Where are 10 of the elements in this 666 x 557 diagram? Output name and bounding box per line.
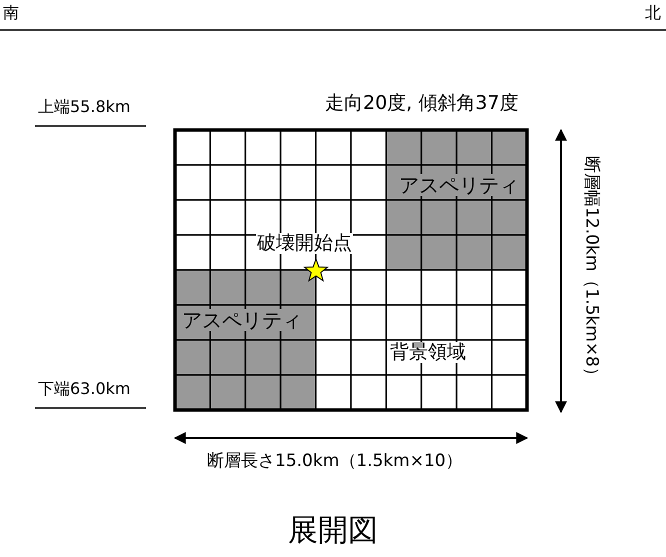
start-point-label: 破壊開始点 xyxy=(256,233,353,254)
direction-label: 南 xyxy=(3,4,19,22)
depth-label: 上端55.8km xyxy=(38,98,130,116)
depth-label: 下端63.0km xyxy=(38,380,130,398)
strike-dip-label: 走向20度, 傾斜角37度 xyxy=(325,93,518,114)
dimension-label: 断層長さ15.0km（1.5km×10） xyxy=(207,452,463,471)
dimension-label: 断層幅12.0km（1.5km×8） xyxy=(582,156,600,384)
direction-label: 北 xyxy=(645,4,661,22)
caption: 展開図 xyxy=(288,514,378,547)
region-label: 背景領域 xyxy=(389,342,467,363)
